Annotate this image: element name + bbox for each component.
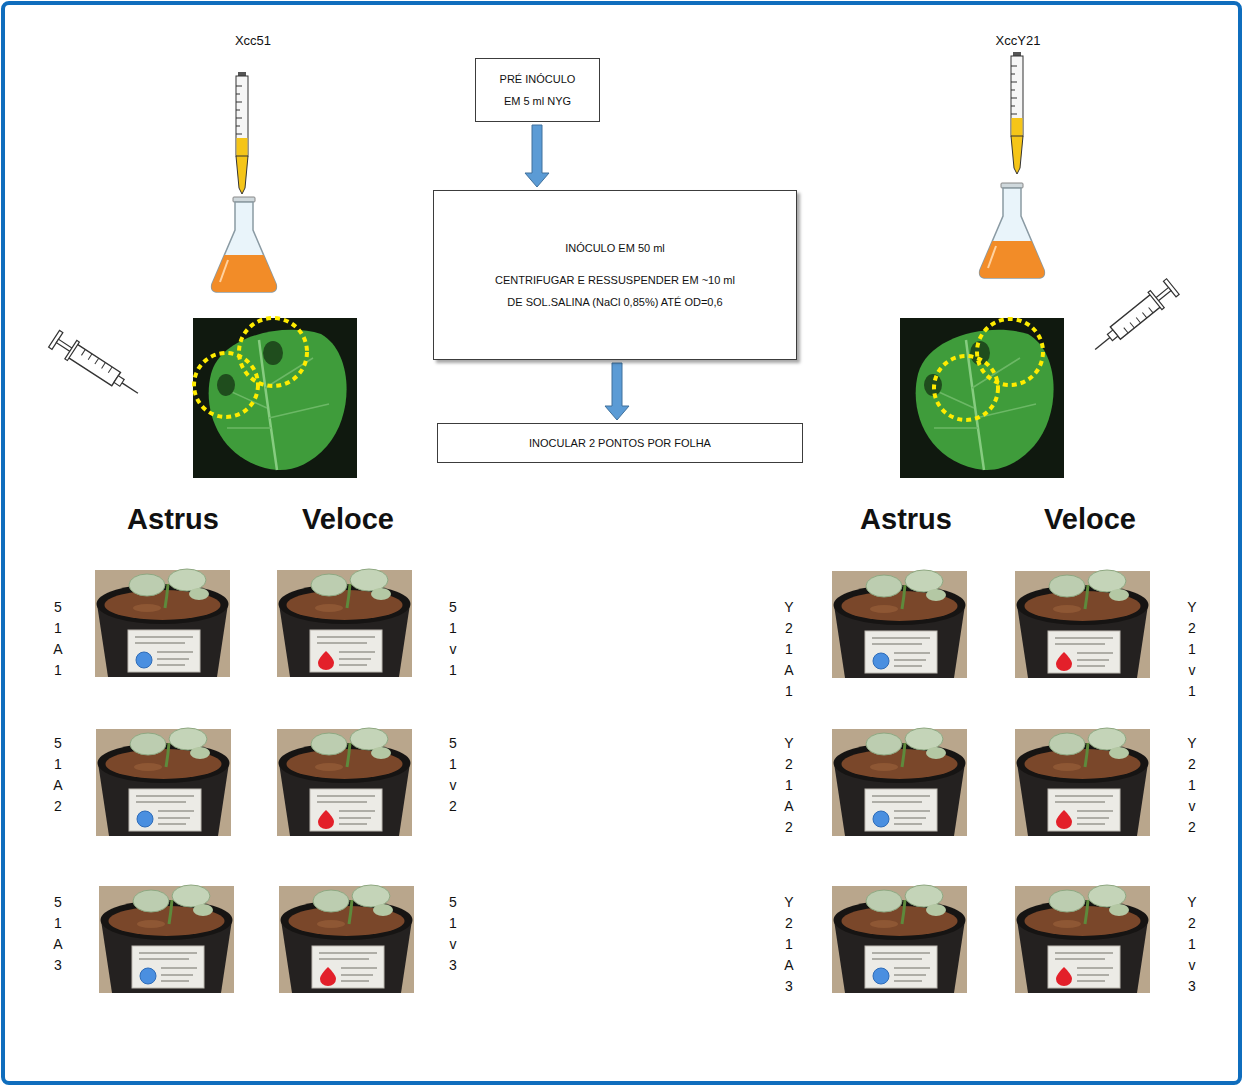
- plant-code: 51v1: [446, 597, 460, 681]
- process-box: PRÉ INÓCULO EM 5 ml NYG: [475, 58, 600, 122]
- box-text: INÓCULO EM 50 ml: [565, 237, 665, 259]
- plant-code: Y21v1: [1185, 597, 1199, 702]
- box-text: INOCULAR 2 PONTOS POR FOLHA: [529, 432, 711, 454]
- strain-label: XccY21: [996, 33, 1041, 48]
- flow-arrow: [605, 363, 629, 420]
- plant-code: 51A2: [51, 733, 65, 817]
- plant-code: Y21v3: [1185, 892, 1199, 997]
- plant-code: 51v3: [446, 892, 460, 976]
- cultivar-heading: Astrus: [127, 503, 219, 536]
- plant-code: Y21A2: [782, 733, 796, 838]
- cultivar-heading: Veloce: [302, 503, 394, 536]
- cultivar-heading: Astrus: [860, 503, 952, 536]
- cultivar-heading: Veloce: [1044, 503, 1136, 536]
- process-box: INÓCULO EM 50 ml CENTRIFUGAR E RESSUSPEND…: [433, 190, 797, 360]
- strain-label: Xcc51: [235, 33, 271, 48]
- box-text: CENTRIFUGAR E RESSUSPENDER EM ~10 ml DE …: [495, 269, 735, 313]
- plant-code: Y21A1: [782, 597, 796, 702]
- flow-arrow: [525, 125, 549, 187]
- plant-code: Y21A3: [782, 892, 796, 997]
- plant-code: Y21v2: [1185, 733, 1199, 838]
- plant-code: 51A1: [51, 597, 65, 681]
- process-box: INOCULAR 2 PONTOS POR FOLHA: [437, 423, 803, 463]
- plant-code: 51A3: [51, 892, 65, 976]
- box-text: PRÉ INÓCULO EM 5 ml NYG: [494, 68, 582, 112]
- plant-code: 51v2: [446, 733, 460, 817]
